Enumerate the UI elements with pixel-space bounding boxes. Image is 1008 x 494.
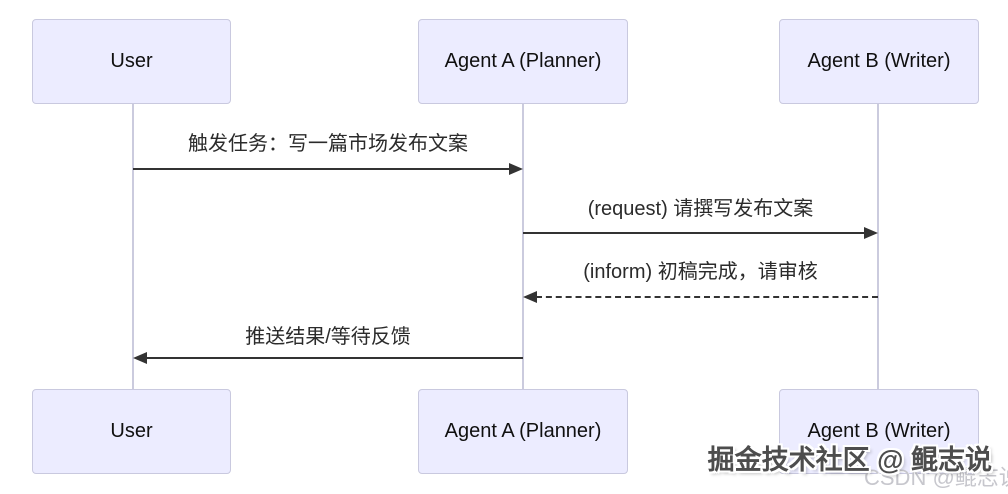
arrowhead-left-icon — [523, 291, 537, 303]
message-label-push-result: 推送结果/等待反馈 — [245, 326, 411, 348]
message-line-request — [523, 232, 865, 234]
actor-label-agent-b: Agent B (Writer) — [807, 420, 951, 442]
message-label-request: (request) 请撰写发布文案 — [587, 198, 814, 220]
message-line-trigger-task — [133, 168, 510, 170]
actor-label-agent-b: Agent B (Writer) — [807, 50, 951, 72]
message-label-trigger-task: 触发任务：写一篇市场发布文案 — [188, 133, 468, 155]
actor-box-agent-b-bottom: Agent B (Writer) — [779, 389, 979, 474]
actor-box-agent-b-top: Agent B (Writer) — [779, 19, 979, 104]
message-label-inform: (inform) 初稿完成，请审核 — [583, 261, 818, 283]
message-line-push-result — [146, 357, 523, 359]
actor-box-agent-a-top: Agent A (Planner) — [418, 19, 628, 104]
arrowhead-right-icon — [864, 227, 878, 239]
actor-label-user: User — [110, 50, 153, 72]
message-line-inform — [536, 296, 878, 298]
lifeline-agent-a — [522, 104, 524, 389]
actor-box-agent-a-bottom: Agent A (Planner) — [418, 389, 628, 474]
actor-label-agent-a: Agent A (Planner) — [444, 50, 602, 72]
lifeline-agent-b — [877, 104, 879, 389]
actor-label-agent-a: Agent A (Planner) — [444, 420, 602, 442]
arrowhead-right-icon — [509, 163, 523, 175]
arrowhead-left-icon — [133, 352, 147, 364]
watermark-juejin: 掘金技术社区 @ 鲲志说 — [707, 445, 992, 475]
actor-label-user: User — [110, 420, 153, 442]
actor-box-user-bottom: User — [32, 389, 231, 474]
lifeline-user — [132, 104, 134, 389]
actor-box-user-top: User — [32, 19, 231, 104]
watermark-csdn: CSDN @鲲志说 — [864, 465, 1008, 490]
